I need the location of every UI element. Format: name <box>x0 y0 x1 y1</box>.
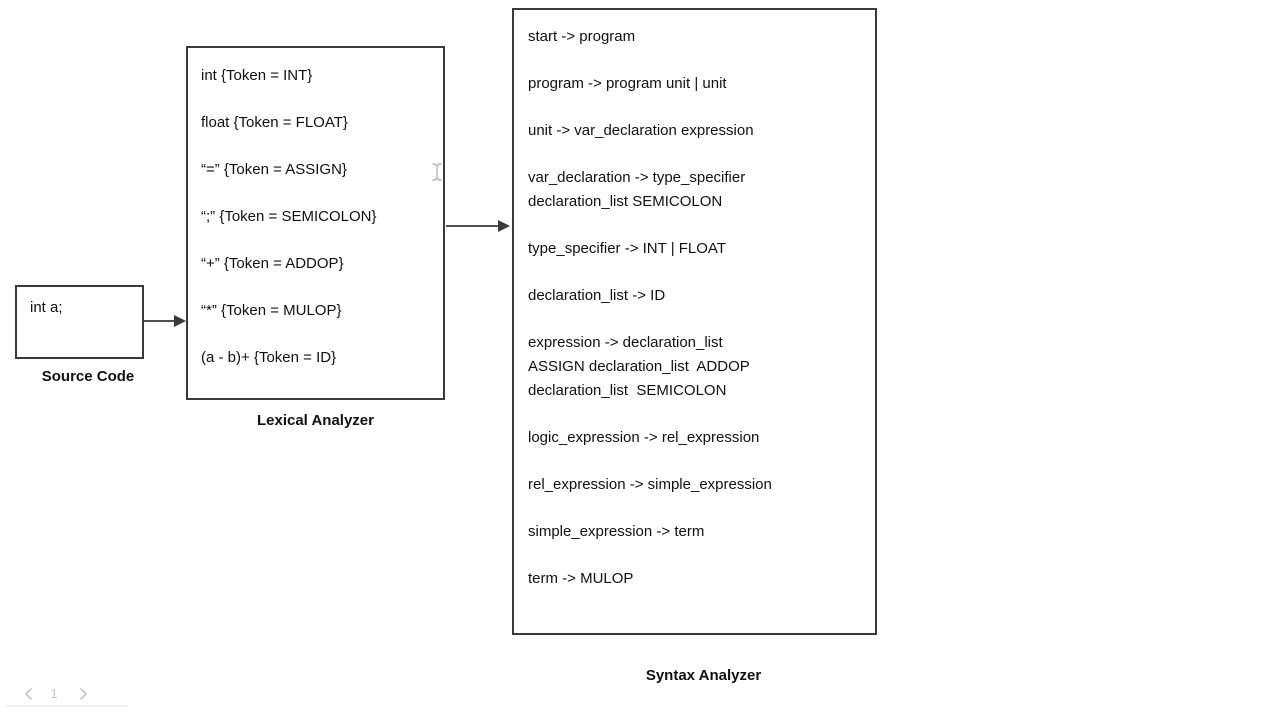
grammar-rule: var_declaration -> type_specifier declar… <box>528 166 875 214</box>
next-page-button[interactable] <box>75 686 91 702</box>
more-options-button[interactable] <box>97 685 111 703</box>
grammar-rule-line: type_specifier -> INT | FLOAT <box>528 240 726 257</box>
source-code-text: int a; <box>30 299 63 316</box>
grammar-rule: start -> program <box>528 25 875 49</box>
text-cursor-icon <box>432 163 442 181</box>
syntax-analyzer-box: start -> program program -> program unit… <box>512 8 877 635</box>
arrowhead-source-to-lexical-icon <box>174 315 186 327</box>
token-rule: “+” {Token = ADDOP} <box>201 255 344 272</box>
grammar-rule: program -> program unit | unit <box>528 72 875 96</box>
grammar-rule-line: rel_expression -> simple_expression <box>528 476 772 493</box>
grammar-rule: unit -> var_declaration expression <box>528 119 875 143</box>
grammar-rule: rel_expression -> simple_expression <box>528 473 875 497</box>
pager-underline <box>6 705 128 707</box>
grammar-rule-line: declaration_list SEMICOLON <box>528 193 723 210</box>
token-rule: float {Token = FLOAT} <box>201 114 348 131</box>
arrowhead-lexical-to-syntax-icon <box>498 220 510 232</box>
token-rule: int {Token = INT} <box>201 67 313 84</box>
grammar-rule-line: program -> program unit | unit <box>528 75 727 92</box>
grammar-rule-line: term -> MULOP <box>528 570 634 587</box>
chevron-right-icon <box>80 688 87 700</box>
grammar-rule-line: simple_expression -> term <box>528 523 705 540</box>
chevron-left-icon <box>25 688 32 700</box>
grammar-rule-line: start -> program <box>528 28 636 45</box>
grammar-rule-line: declaration_list SEMICOLON <box>528 382 727 399</box>
source-code-caption: Source Code <box>41 368 135 385</box>
grammar-rule-line: ASSIGN declaration_list ADDOP <box>528 358 750 375</box>
previous-page-button[interactable] <box>21 686 37 702</box>
grammar-rule: logic_expression -> rel_expression <box>528 426 875 450</box>
arrow-lexical-to-syntax <box>446 225 500 227</box>
page-navigation: 1 <box>0 680 140 710</box>
grammar-rule-line: declaration_list -> ID <box>528 287 666 304</box>
grammar-rule: simple_expression -> term <box>528 520 875 544</box>
grammar-rule-line: expression -> declaration_list <box>528 334 723 351</box>
token-rule: “;” {Token = SEMICOLON} <box>201 208 377 225</box>
grammar-rule-line: var_declaration -> type_specifier <box>528 169 746 186</box>
token-rule: “=” {Token = ASSIGN} <box>201 161 347 178</box>
grammar-rule-line: logic_expression -> rel_expression <box>528 429 760 446</box>
syntax-analyzer-caption: Syntax Analyzer <box>645 667 762 684</box>
lexical-analyzer-box: int {Token = INT} float {Token = FLOAT} … <box>186 46 445 400</box>
token-rule: (a - b)+ {Token = ID} <box>201 349 337 366</box>
grammar-rule: term -> MULOP <box>528 567 875 591</box>
arrow-source-to-lexical <box>144 320 176 322</box>
token-rule: “*” {Token = MULOP} <box>201 302 342 319</box>
grammar-rule: expression -> declaration_list ASSIGN de… <box>528 331 875 403</box>
lexical-analyzer-caption: Lexical Analyzer <box>256 412 374 429</box>
grammar-rule: declaration_list -> ID <box>528 284 875 308</box>
grammar-rule: type_specifier -> INT | FLOAT <box>528 237 875 261</box>
source-code-box: int a; <box>15 285 144 359</box>
page-number-label: 1 <box>50 686 58 701</box>
grammar-rule-line: unit -> var_declaration expression <box>528 122 754 139</box>
